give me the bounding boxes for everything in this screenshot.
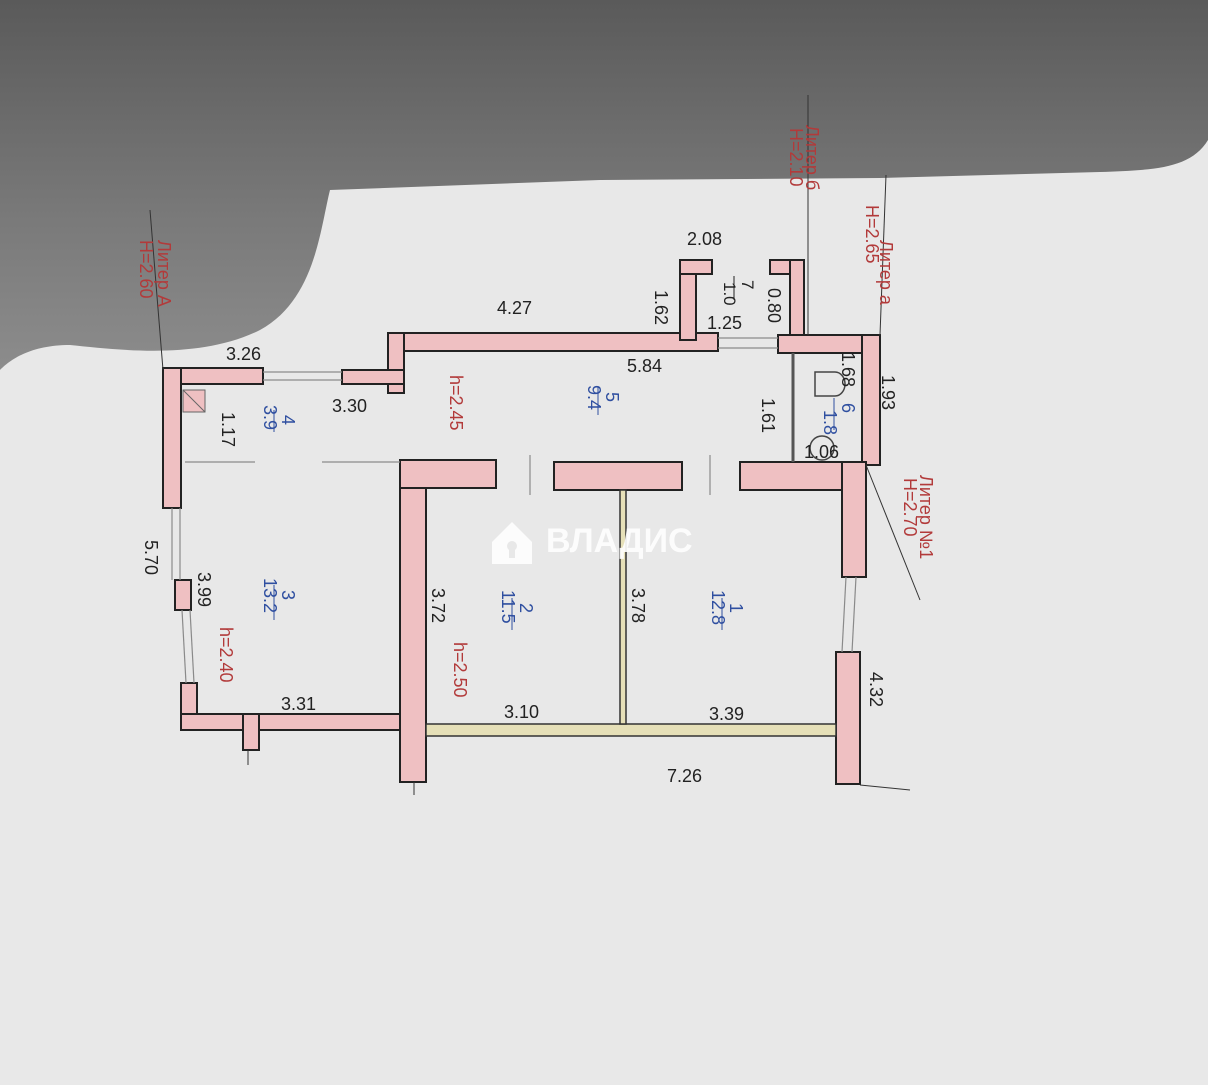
dim-3-78: 3.78 <box>628 588 648 623</box>
wall-2-1 <box>619 489 627 725</box>
liter-1-height: H=2.70 <box>900 478 920 537</box>
liter-A-height: H=2.60 <box>136 240 156 299</box>
dim-3-31: 3.31 <box>281 694 316 714</box>
room-area-3: 13.2 <box>260 578 280 613</box>
dim-1-25: 1.25 <box>707 313 742 333</box>
dim-3-99: 3.99 <box>194 572 214 607</box>
dim-1-68: 1.68 <box>838 352 858 387</box>
room-area-4: 3.9 <box>260 405 280 430</box>
chimney-cross <box>182 389 206 413</box>
room-number-4: 4 <box>278 415 298 425</box>
toilet-icon <box>814 371 846 397</box>
wall-right-1-bottom <box>835 651 861 785</box>
room-number-5: 5 <box>602 392 622 402</box>
ceiling-height-2: h=2.50 <box>450 642 470 698</box>
room-area-7: 1.0 <box>720 282 739 306</box>
watermark-text: ВЛАДИС <box>546 522 693 560</box>
room-area-6: 1.8 <box>820 410 840 435</box>
wall-3-2 <box>399 459 427 783</box>
house-logo-icon <box>492 522 532 564</box>
room-area-5: 9.4 <box>584 385 604 410</box>
dim-7-26: 7.26 <box>667 766 702 786</box>
dim-1-06: 1.06 <box>804 442 839 462</box>
room-label-3: 3 13.2 <box>260 578 298 620</box>
room-label-4: 4 3.9 <box>260 405 298 432</box>
watermark: ВЛАДИС <box>492 522 693 564</box>
room-label-7: 7 1.0 <box>720 276 757 306</box>
photo-shadow <box>0 0 1208 370</box>
ceiling-height-3: h=2.40 <box>216 627 236 683</box>
wall-right-6 <box>861 334 881 466</box>
room-number-6: 6 <box>838 403 858 413</box>
dim-0-80: 0.80 <box>764 288 784 323</box>
wall-top-2 <box>399 459 497 489</box>
liter-b-name: Литер б <box>802 125 822 190</box>
wall-bottom-2-1 <box>425 723 837 737</box>
dim-5-84: 5.84 <box>627 356 662 376</box>
liter-b-height: H=2.10 <box>786 128 806 187</box>
wall-top-2-1 <box>553 461 683 491</box>
dim-1-93: 1.93 <box>878 375 898 410</box>
room-area-1: 12.8 <box>708 590 728 625</box>
liter-a-height: H=2.65 <box>862 205 882 264</box>
liter-a-name: Литер а <box>876 240 896 306</box>
dim-3-72: 3.72 <box>428 588 448 623</box>
room-label-1: 1 12.8 <box>708 590 746 630</box>
dim-4-27: 4.27 <box>497 298 532 318</box>
wall-7-left-top <box>679 259 713 275</box>
dim-1-61: 1.61 <box>758 398 778 433</box>
wall-stub-330 <box>341 369 405 385</box>
wall-left-4 <box>162 367 182 509</box>
ceiling-height-5: h=2.45 <box>446 375 466 431</box>
wall-left-3-mid <box>174 579 192 611</box>
dim-3-30: 3.30 <box>332 396 367 416</box>
dim-5-70: 5.70 <box>141 540 161 575</box>
leader-lines <box>149 95 921 795</box>
room-number-2: 2 <box>516 603 536 613</box>
room-number-1: 1 <box>726 603 746 613</box>
room-number-7: 7 <box>738 280 757 289</box>
room-area-2: 11.5 <box>498 590 518 624</box>
dim-3-26: 3.26 <box>226 344 261 364</box>
windows <box>171 337 857 684</box>
liter-A-name: Литер А <box>154 240 174 307</box>
dim-2-08: 2.08 <box>687 229 722 249</box>
dim-1-62: 1.62 <box>651 290 671 325</box>
dim-4-32: 4.32 <box>866 672 886 707</box>
wall-bottom-3 <box>180 713 402 731</box>
wall-7-right <box>789 259 805 341</box>
wall-right-1-top <box>841 461 867 578</box>
dim-3-10: 3.10 <box>504 702 539 722</box>
dim-3-39: 3.39 <box>709 704 744 724</box>
sink-icon <box>809 435 835 461</box>
wall-stub-bottom-3 <box>242 713 260 751</box>
room-number-3: 3 <box>278 590 298 600</box>
room-label-2: 2 11.5 <box>498 590 536 630</box>
walls <box>162 259 881 785</box>
liter-1-name: Литер №1 <box>916 475 936 559</box>
room-label-6: 6 1.8 <box>820 398 858 435</box>
wall-top-5 <box>387 332 719 352</box>
dim-1-17: 1.17 <box>218 412 238 447</box>
room-label-5: 5 9.4 <box>584 385 622 415</box>
